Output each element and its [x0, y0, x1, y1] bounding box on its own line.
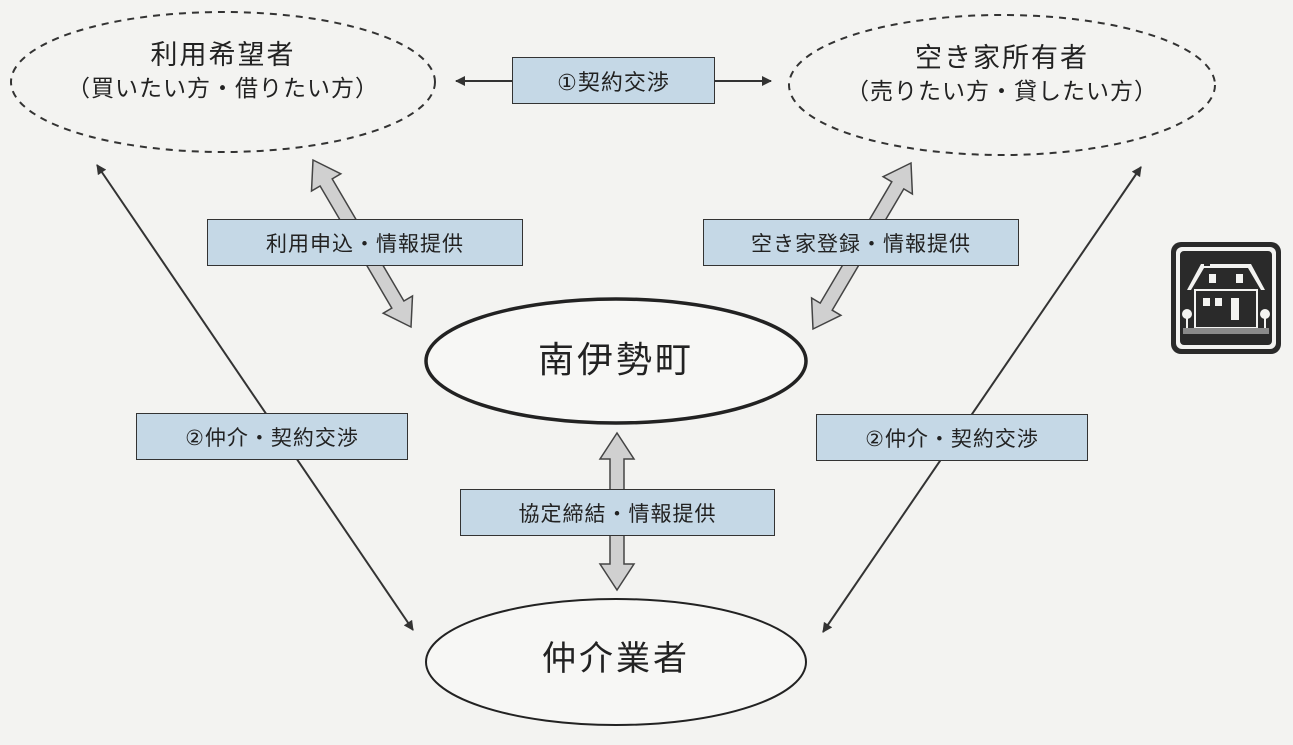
owner-ellipse	[788, 14, 1216, 156]
contract-label: ①契約交渉	[512, 57, 715, 104]
town-ellipse	[424, 297, 808, 425]
broker-node: 仲介業者	[542, 639, 690, 679]
broker-user-label: ②仲介・契約交渉	[136, 413, 408, 460]
broker-ellipse	[425, 598, 807, 726]
owner-subtitle: （売りたい方・貸したい方）	[846, 79, 1158, 106]
owner-node: 空き家所有者 （売りたい方・貸したい方）	[802, 41, 1202, 108]
broker-user-arrow	[96, 164, 414, 631]
user-title: 利用希望者	[150, 40, 296, 71]
user-town-label: 利用申込・情報提供	[207, 219, 523, 266]
broker-owner-label: ②仲介・契約交渉	[816, 414, 1088, 461]
owner-town-label: 空き家登録・情報提供	[703, 219, 1019, 266]
owner-title: 空き家所有者	[915, 43, 1089, 74]
user-subtitle: （買いたい方・借りたい方）	[67, 76, 379, 103]
user-node: 利用希望者 （買いたい方・借りたい方）	[23, 38, 423, 105]
town-broker-label: 協定締結・情報提供	[460, 489, 775, 536]
user-ellipse	[10, 11, 436, 153]
broker-owner-arrow	[822, 166, 1142, 633]
house-icon	[1171, 242, 1281, 354]
town-node: 南伊勢町	[537, 340, 694, 381]
